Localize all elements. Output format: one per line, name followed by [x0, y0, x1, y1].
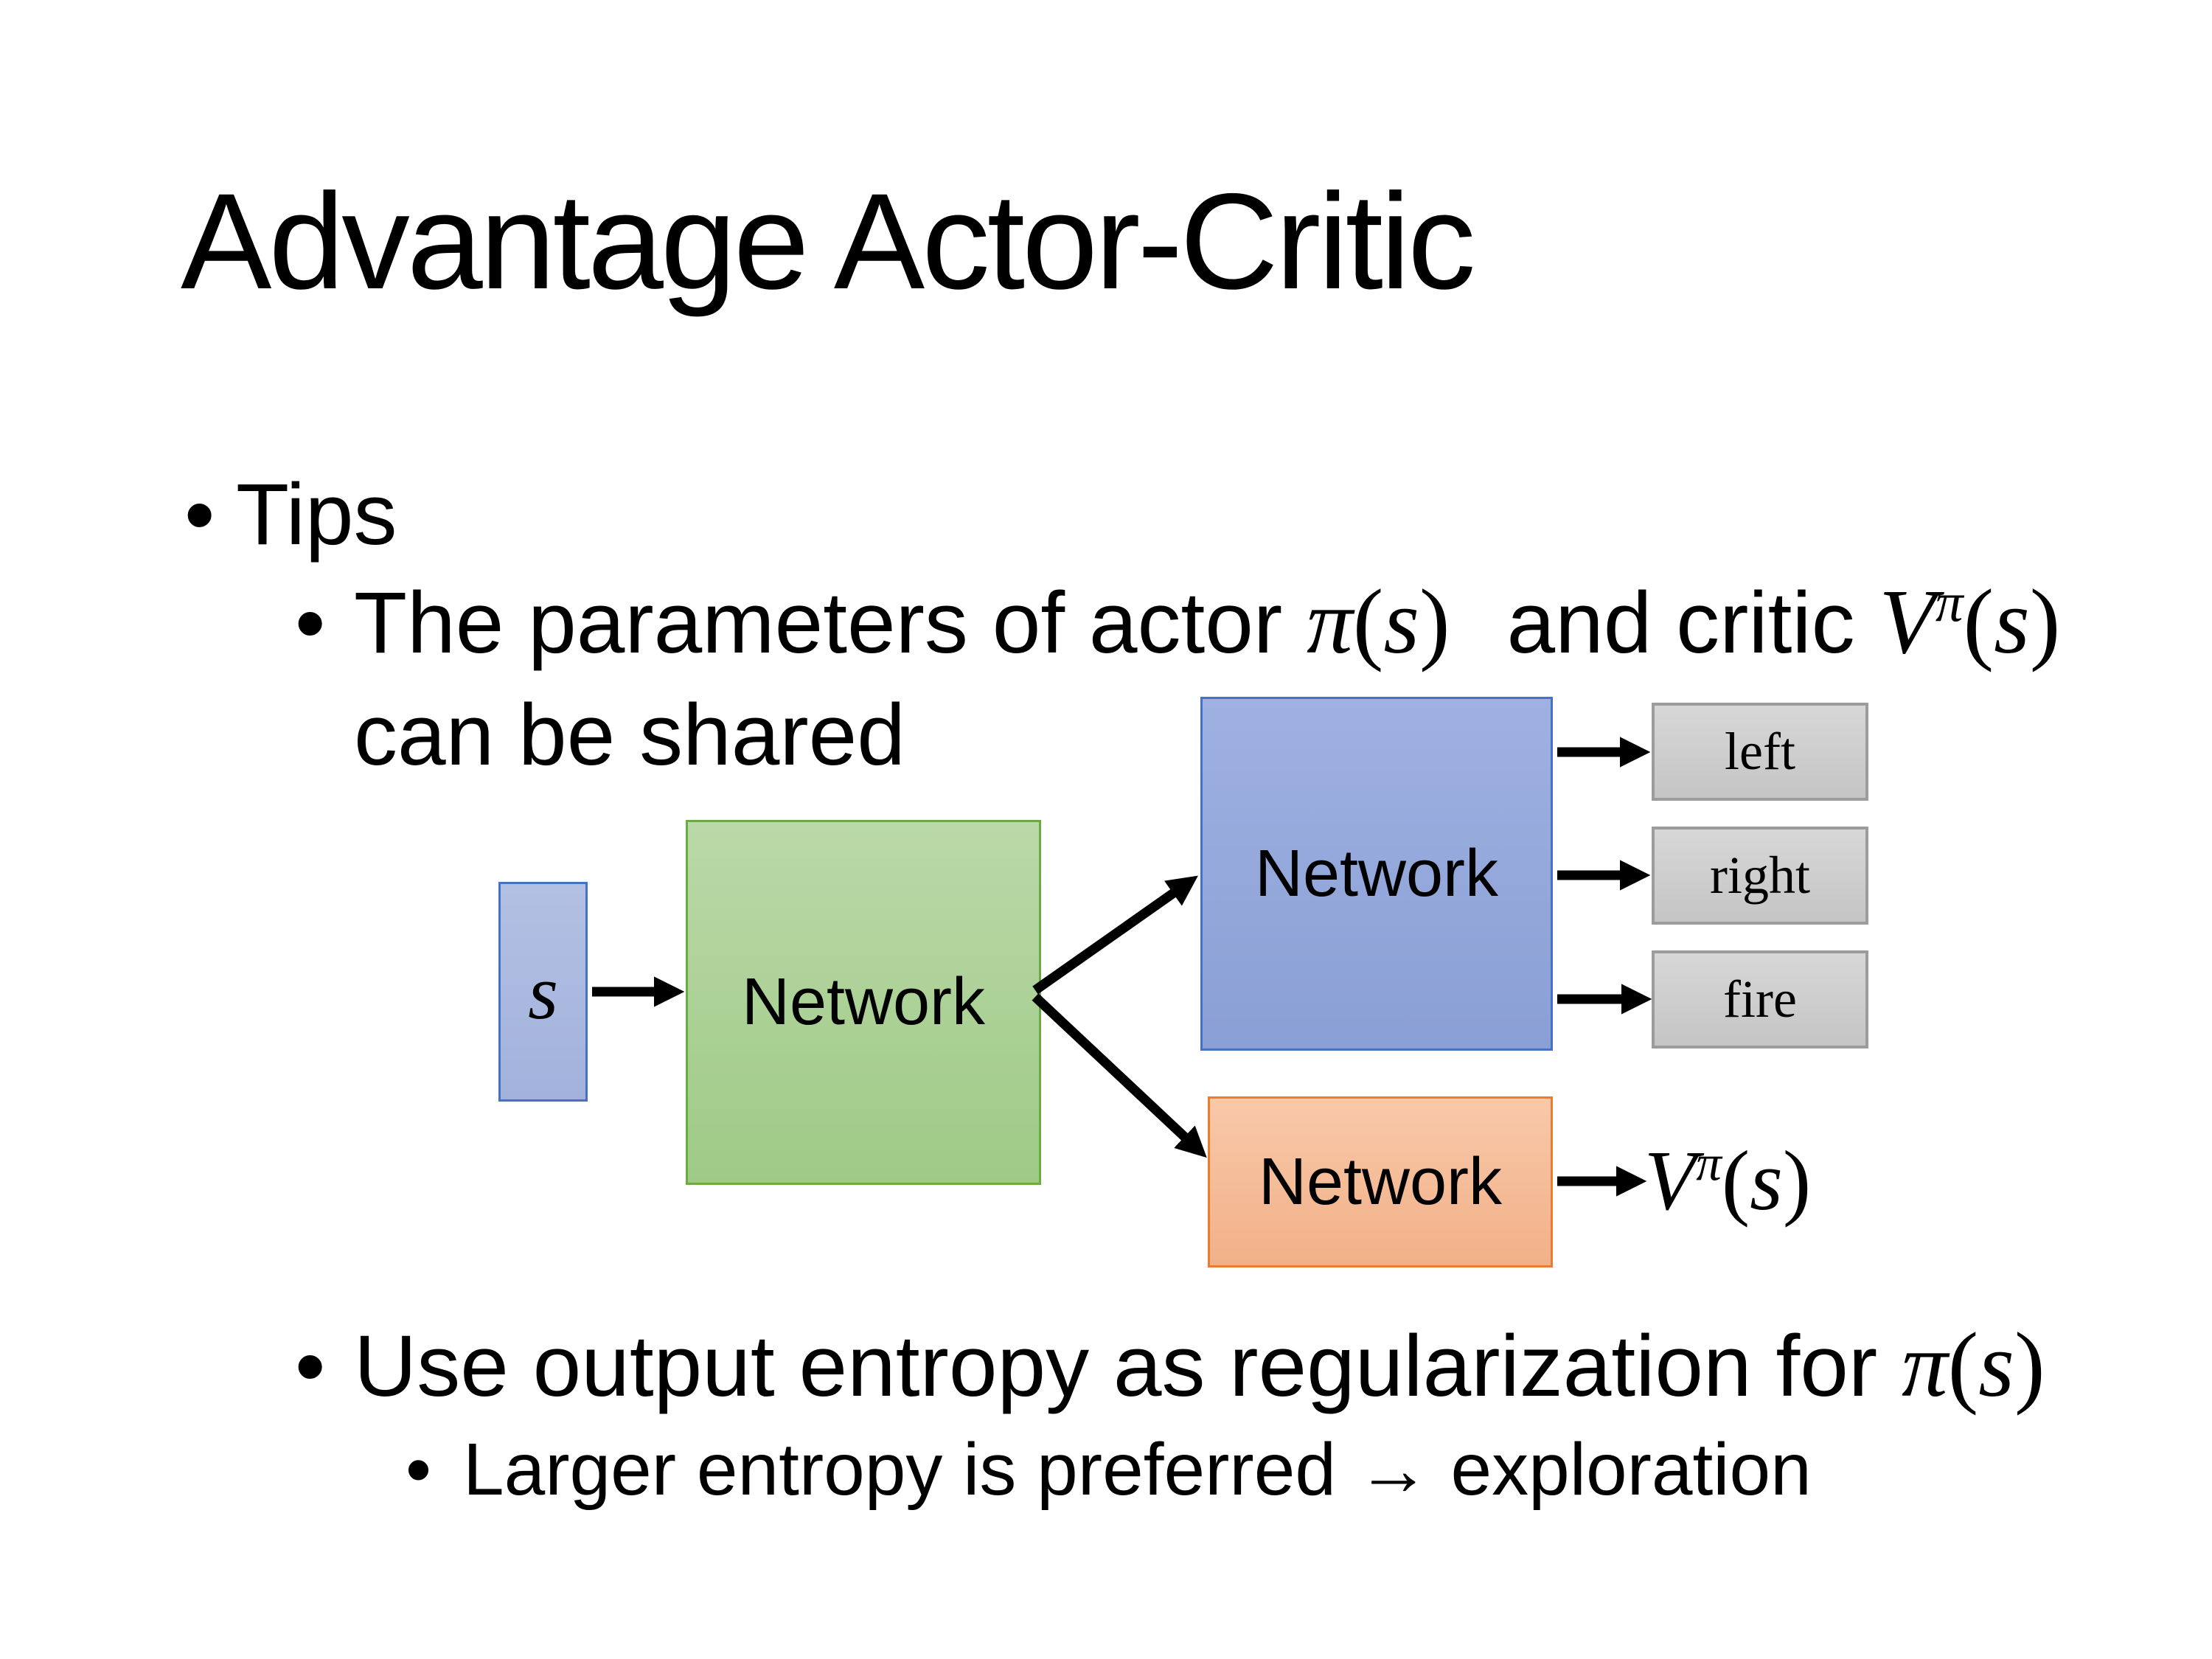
- slide-title: Advantage Actor-Critic: [181, 166, 1476, 318]
- tips-label: Tips: [236, 466, 397, 563]
- critic-network-label: Network: [1258, 1144, 1503, 1219]
- actor-network-box: Network: [1200, 697, 1553, 1051]
- action-box-left: left: [1652, 703, 1868, 801]
- action-box-right: right: [1652, 827, 1868, 925]
- bullet-icon: •: [406, 1428, 432, 1511]
- entropy-policy-math: π(s): [1901, 1315, 2045, 1416]
- bullet-icon: •: [184, 466, 215, 563]
- shared-params-text: The parameters of actor π(s) and critic …: [354, 566, 2060, 791]
- shared-bullet-line1: The parameters of actor π(s) and critic …: [354, 566, 2060, 679]
- shared-network-label: Network: [741, 965, 986, 1039]
- critic-network-box: Network: [1208, 1096, 1553, 1267]
- shared-bullet-line2: can be shared: [354, 686, 905, 784]
- critic-output-label: Vπ(s): [1644, 1134, 1812, 1228]
- actor-network-label: Network: [1254, 836, 1499, 911]
- bullet-exploration: • Larger entropy is preferred → explorat…: [406, 1422, 1812, 1517]
- action-label-left: left: [1725, 722, 1795, 781]
- entropy-pre-text: Use output entropy as regularization for: [354, 1318, 1902, 1415]
- action-label-fire: fire: [1723, 970, 1797, 1029]
- bullet-tips: • Tips: [184, 463, 397, 566]
- bullet-entropy: • Use output entropy as regularization f…: [295, 1314, 2045, 1418]
- critic-value-math: Vπ(s): [1879, 571, 2061, 673]
- action-box-fire: fire: [1652, 950, 1868, 1048]
- bullet-icon: •: [295, 1318, 326, 1415]
- bullet-shared-params: • The parameters of actor π(s) and criti…: [295, 566, 2060, 791]
- shared-pre-text: The parameters of actor: [354, 574, 1307, 672]
- shared-mid-text: and critic: [1482, 574, 1879, 672]
- arrow-shared-to-critic-network: [1032, 993, 1207, 1158]
- state-box: s: [498, 882, 588, 1102]
- actor-policy-math: π(s): [1307, 571, 1450, 673]
- state-label: s: [528, 948, 558, 1035]
- shared-network-box: Network: [686, 820, 1041, 1185]
- entropy-text: Use output entropy as regularization for…: [354, 1314, 2045, 1418]
- bullet-icon: •: [295, 574, 326, 672]
- exploration-text: Larger entropy is preferred → exploratio…: [463, 1428, 1812, 1511]
- action-label-right: right: [1710, 846, 1810, 905]
- arrow-shared-to-actor-network: [1032, 875, 1198, 995]
